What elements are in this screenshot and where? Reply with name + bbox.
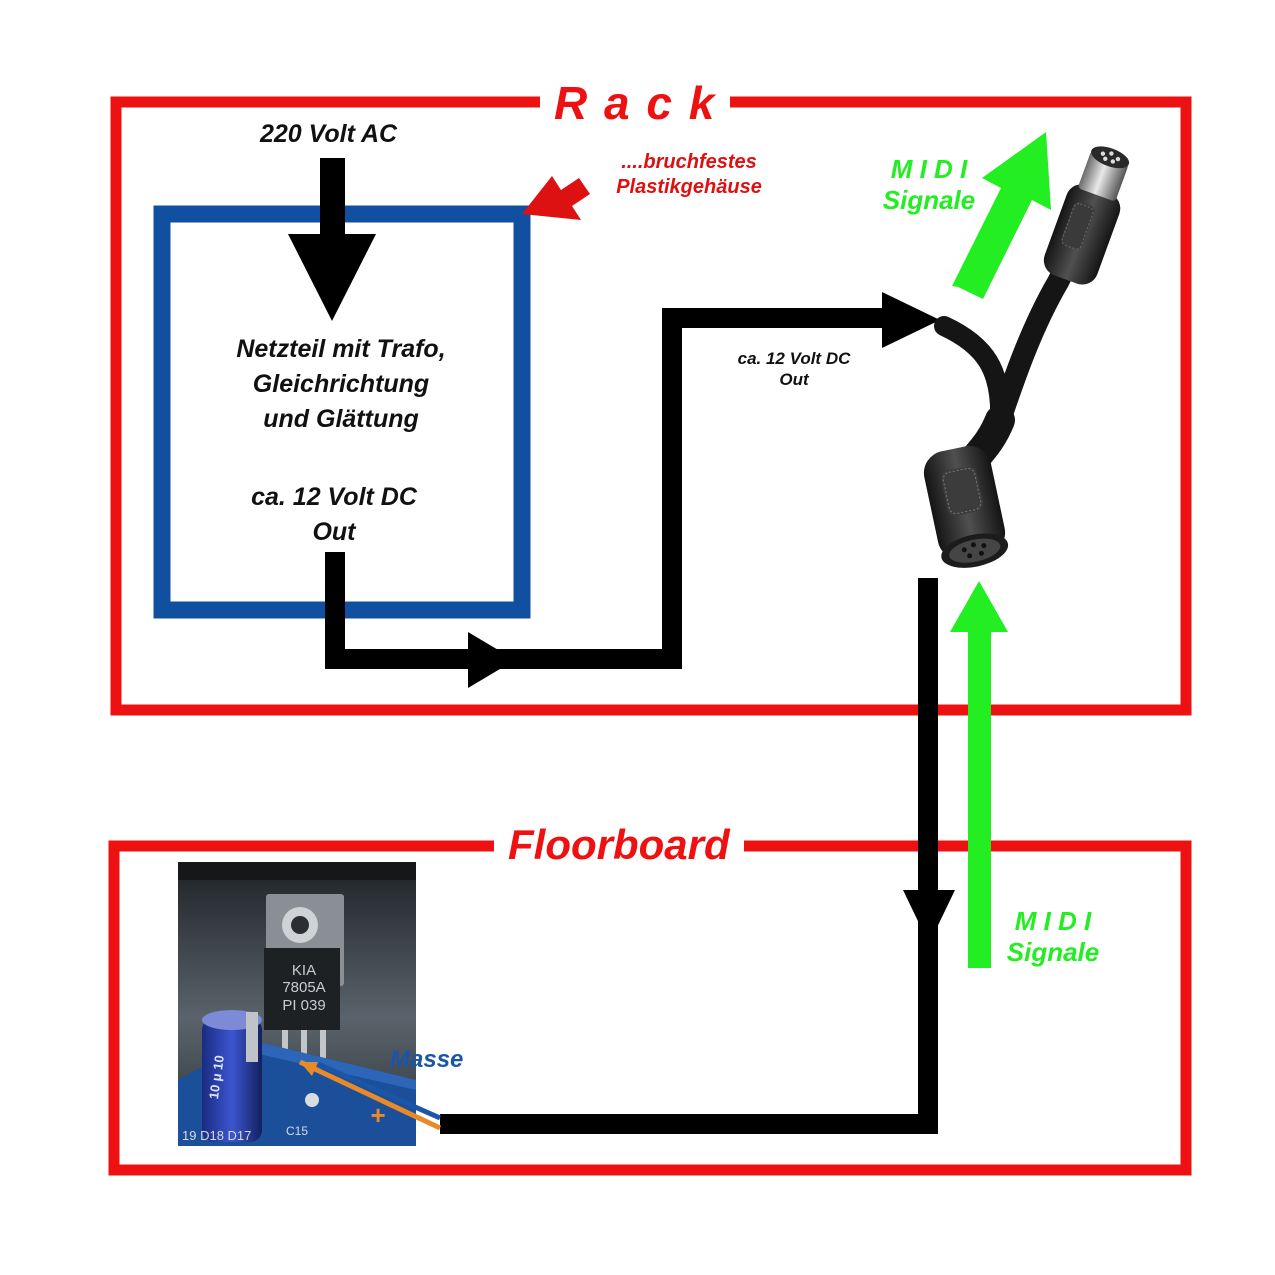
chip-line-1: KIA xyxy=(291,962,317,979)
plus-label: + xyxy=(370,1100,386,1130)
dc-wire-arrow-upper xyxy=(882,292,940,348)
ac-input-label: 220 Volt AC xyxy=(260,120,398,148)
psu-line-1: Netzteil mit Trafo, xyxy=(236,335,446,363)
housing-pointer-arrow xyxy=(522,176,590,220)
psu-output-label: ca. 12 Volt DC Out xyxy=(196,480,472,549)
midi-in-arrow xyxy=(950,581,1008,968)
ground-label: Masse xyxy=(390,1046,464,1073)
midi-top-line-1: M I D I xyxy=(890,154,968,184)
housing-note-line-1: ....bruchfestes xyxy=(621,151,757,173)
chip-line-3: PI 039 xyxy=(282,996,326,1014)
housing-note: ....bruchfestes Plastikgehäuse xyxy=(596,150,782,200)
dc-out-line-2: Out xyxy=(779,370,809,390)
floorboard-power-wire xyxy=(440,578,938,1134)
regulator-photo xyxy=(178,862,442,1146)
midi-bottom-line-2: Signale xyxy=(1006,937,1100,968)
regulator-chip-marking: KIA 7805A PI 039 xyxy=(268,962,340,1014)
floorboard-wire-arrow xyxy=(903,890,955,944)
midi-out-arrow xyxy=(952,132,1051,299)
midi-top-line-2: Signale xyxy=(882,185,976,216)
psu-line-3: und Glättung xyxy=(263,405,419,433)
pcb-marking-2: C15 xyxy=(286,1124,309,1138)
psu-out-line-1: ca. 12 Volt DC xyxy=(251,483,417,511)
midi-bottom-line-1: M I D I xyxy=(1014,906,1092,936)
ac-input-arrow xyxy=(288,158,376,321)
floorboard-title: Floorboard xyxy=(494,824,744,866)
din-y-cable xyxy=(923,146,1130,568)
midi-top-label: M I D I Signale xyxy=(866,154,992,216)
dc-wire-arrow-lower xyxy=(468,632,515,688)
psu-line-2: Gleichrichtung xyxy=(252,370,430,398)
dc-out-label: ca. 12 Volt DC Out xyxy=(716,348,872,391)
psu-out-line-2: Out xyxy=(312,517,356,546)
pcb-marking: 19 D18 D17 xyxy=(182,1128,252,1143)
rack-title: R a c k xyxy=(540,80,731,126)
psu-description: Netzteil mit Trafo, Gleichrichtung und G… xyxy=(196,332,486,437)
chip-line-2: 7805A xyxy=(282,979,326,997)
midi-bottom-label: M I D I Signale xyxy=(990,906,1116,968)
dc-out-wire xyxy=(325,308,890,669)
housing-note-line-2: Plastikgehäuse xyxy=(616,176,762,198)
dc-out-line-1: ca. 12 Volt DC xyxy=(737,349,851,368)
